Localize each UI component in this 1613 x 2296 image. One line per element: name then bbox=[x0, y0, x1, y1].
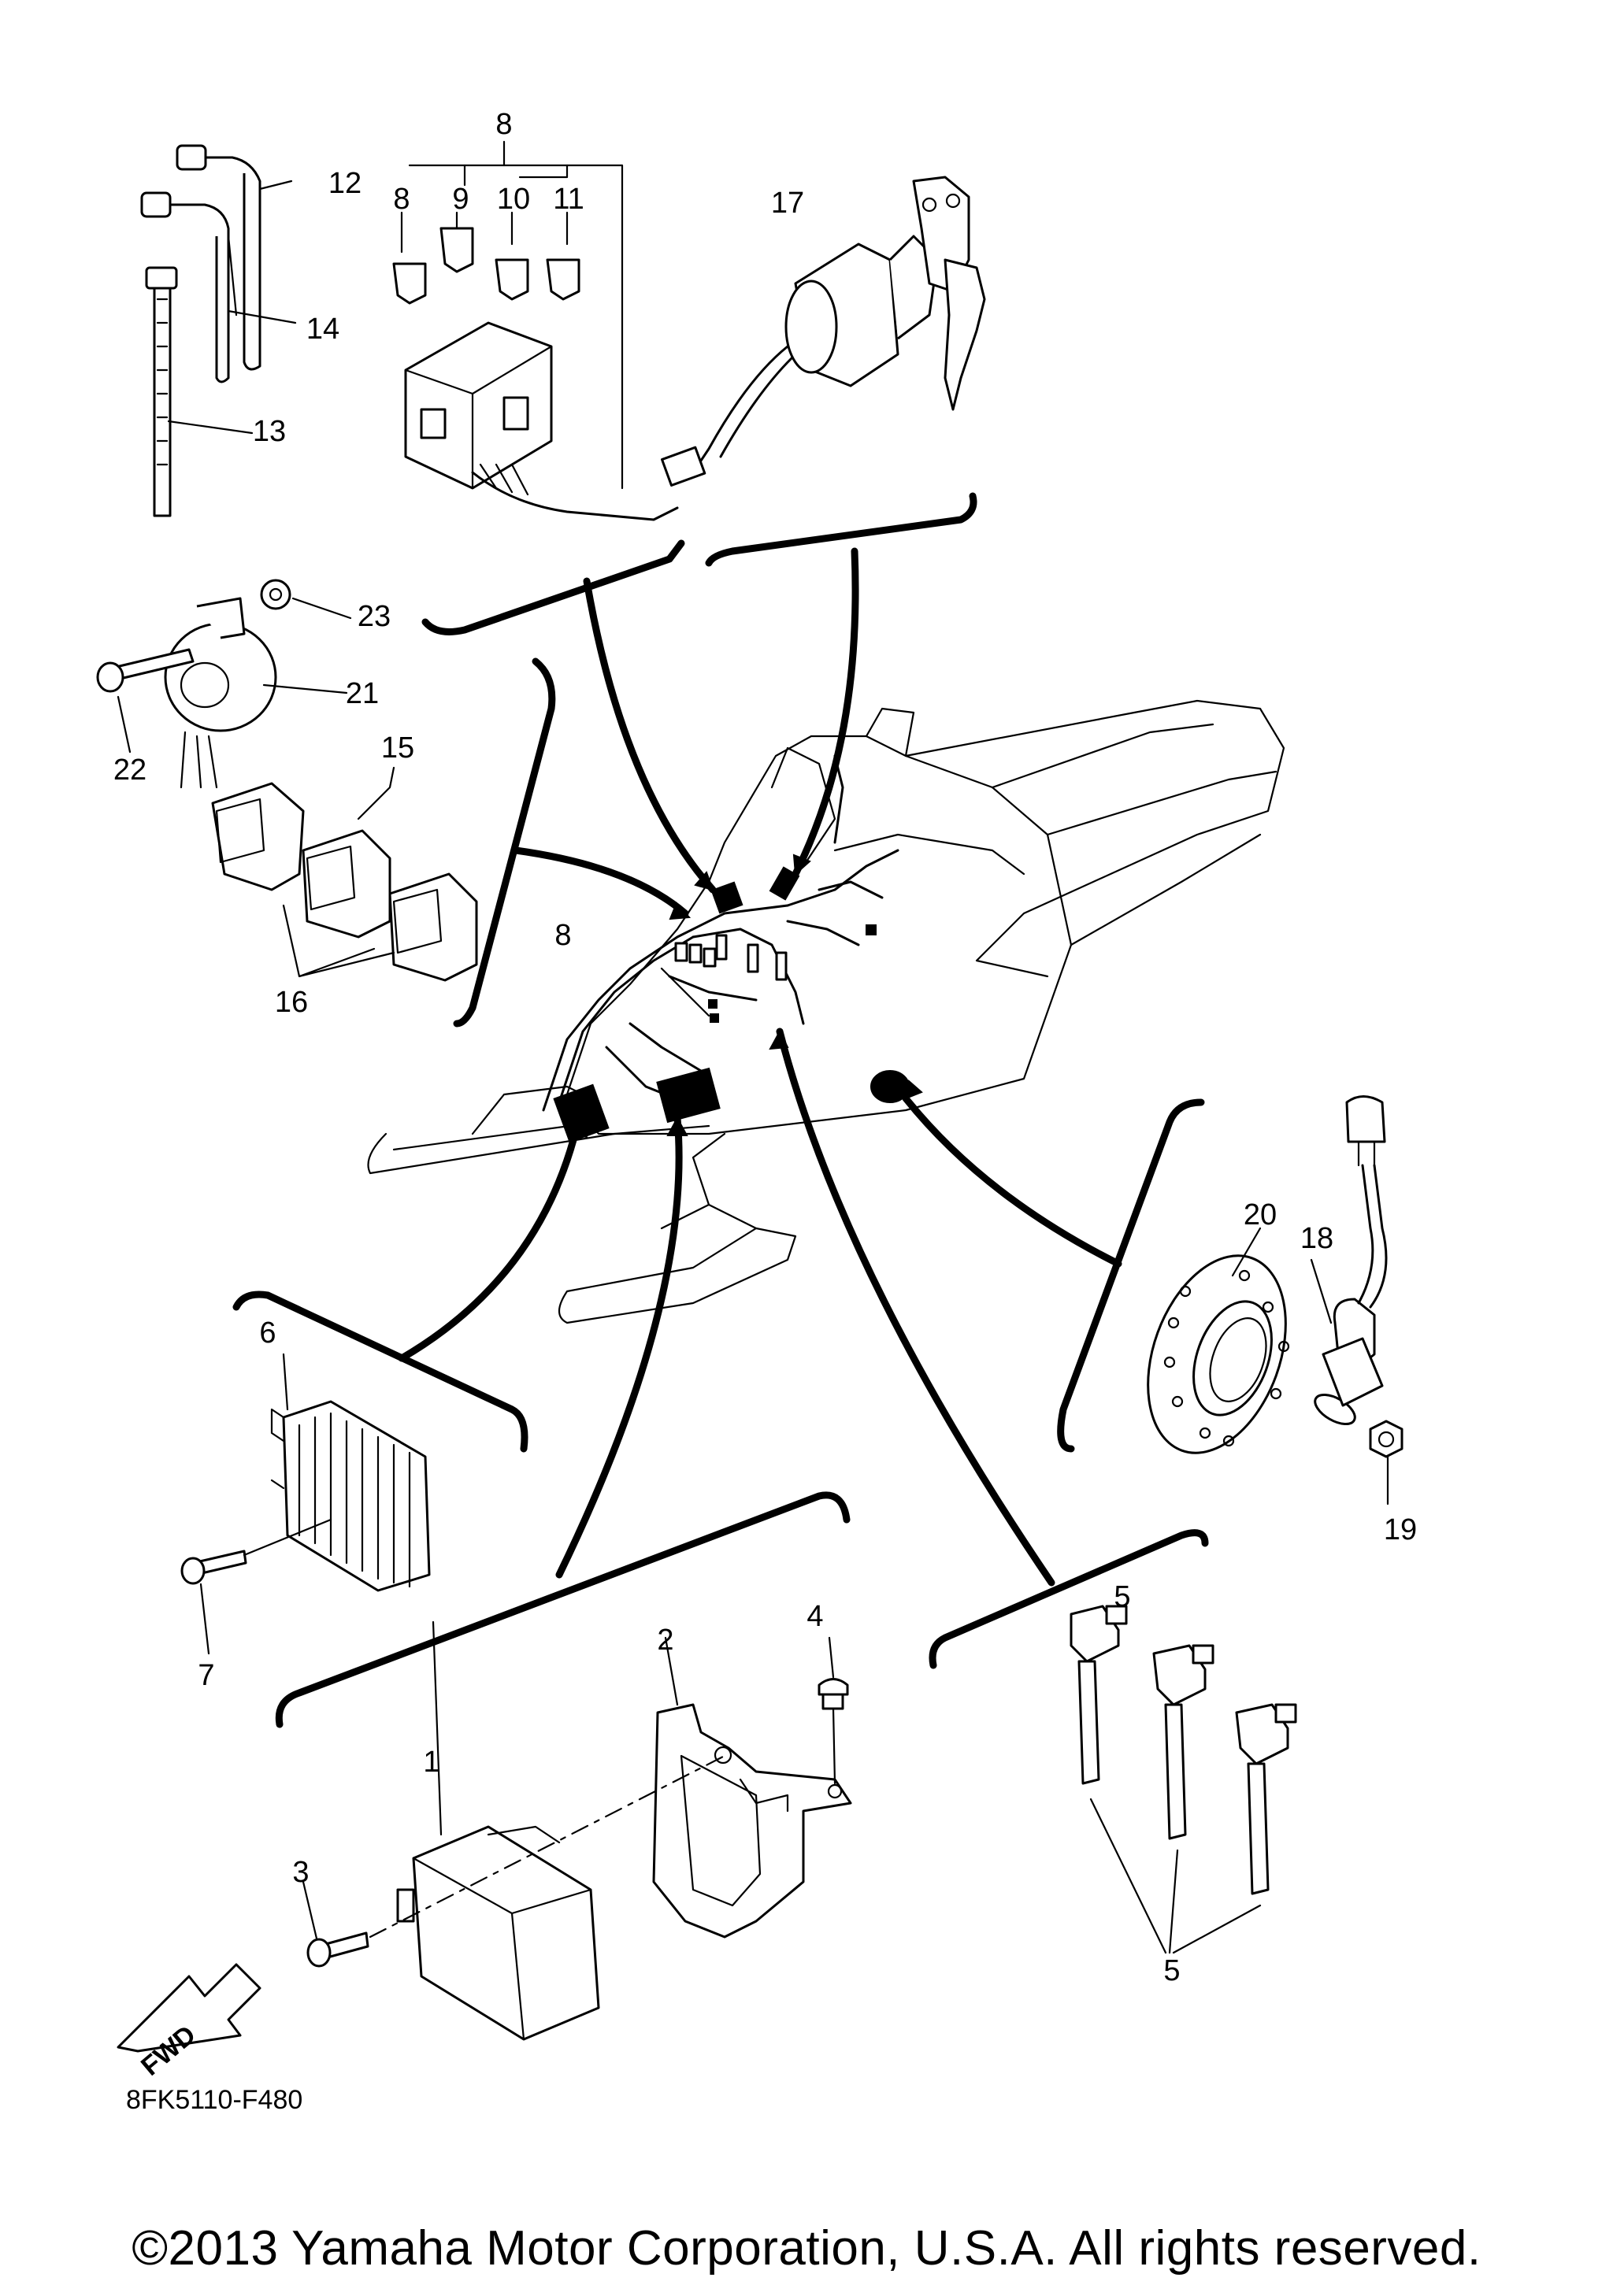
cdi-unit-assembly bbox=[302, 1620, 852, 2041]
callout-24: 23 bbox=[358, 600, 391, 633]
drawing-code: 8FK5110-F480 bbox=[126, 2085, 302, 2115]
callout-20: 19 bbox=[1384, 1513, 1417, 1546]
callout-17: 16 bbox=[275, 986, 308, 1019]
callout-11: 10 bbox=[497, 183, 530, 216]
rectifier-regulator-6 bbox=[180, 1353, 431, 1655]
callout-23: 22 bbox=[113, 754, 146, 787]
callout-22: 21 bbox=[346, 677, 379, 710]
callout-14: 13 bbox=[253, 415, 286, 448]
ignition-coils-5 bbox=[1070, 1605, 1297, 1954]
group-leader-lines bbox=[232, 492, 1209, 1728]
fuse-box-assembly-8 bbox=[392, 140, 679, 521]
callout-6: 6 bbox=[259, 1316, 276, 1350]
buzzer-assembly-22 bbox=[96, 579, 352, 789]
band-clamps-13-15-14 bbox=[140, 144, 297, 517]
snowmobile-illustration bbox=[367, 699, 1285, 1324]
relays-16-17 bbox=[211, 766, 478, 982]
callout-21: 20 bbox=[1244, 1198, 1277, 1231]
main-switch-18 bbox=[661, 176, 986, 487]
callout-2: 2 bbox=[657, 1624, 673, 1657]
fwd-arrow-icon bbox=[117, 1963, 261, 2053]
callout-8b: 8 bbox=[554, 919, 571, 952]
pickup-coil-assembly bbox=[1147, 1095, 1403, 1505]
callout-4: 4 bbox=[806, 1600, 823, 1633]
callout-5: 5 bbox=[1114, 1580, 1130, 1613]
callout-1: 1 bbox=[423, 1746, 439, 1779]
callout-7: 7 bbox=[198, 1659, 214, 1692]
callout-15: 14 bbox=[306, 313, 339, 346]
copyright-notice: ©2013 Yamaha Motor Corporation, U.S.A. A… bbox=[132, 2221, 1481, 2276]
callout-18: 17 bbox=[771, 187, 804, 220]
callout-10: 9 bbox=[452, 183, 469, 216]
callout-5b: 5 bbox=[1163, 1954, 1180, 1987]
callout-leaders bbox=[660, 967, 710, 1017]
callout-13: 12 bbox=[328, 167, 362, 200]
callout-8: 8 bbox=[495, 108, 512, 141]
callout-3: 3 bbox=[292, 1856, 309, 1889]
callout-19: 18 bbox=[1300, 1222, 1333, 1255]
callout-9: 8 bbox=[393, 183, 410, 216]
callout-16: 15 bbox=[381, 731, 414, 765]
callout-12: 11 bbox=[553, 183, 584, 216]
